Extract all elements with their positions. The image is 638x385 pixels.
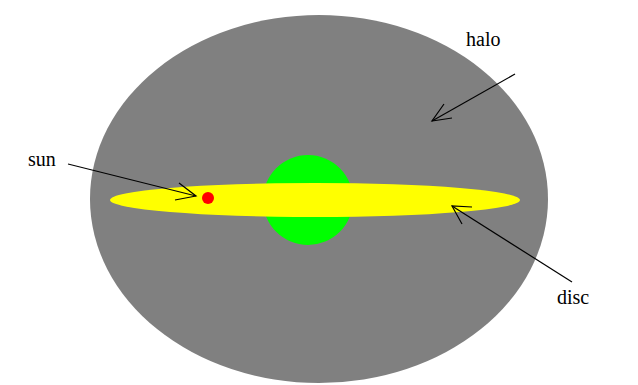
arrow-head <box>175 183 196 200</box>
leader-line <box>68 164 196 196</box>
leader-lines <box>68 74 572 282</box>
part-label: sun <box>28 148 56 171</box>
part-label: disc <box>557 286 589 309</box>
halo-ellipse <box>90 15 548 383</box>
part-label: halo <box>466 28 500 51</box>
arrow-head <box>452 206 472 224</box>
leader-line <box>452 206 572 282</box>
disc-ellipse <box>110 183 520 217</box>
leader-line <box>432 74 515 121</box>
arrow-head <box>432 104 452 121</box>
sun-dot <box>202 192 214 204</box>
